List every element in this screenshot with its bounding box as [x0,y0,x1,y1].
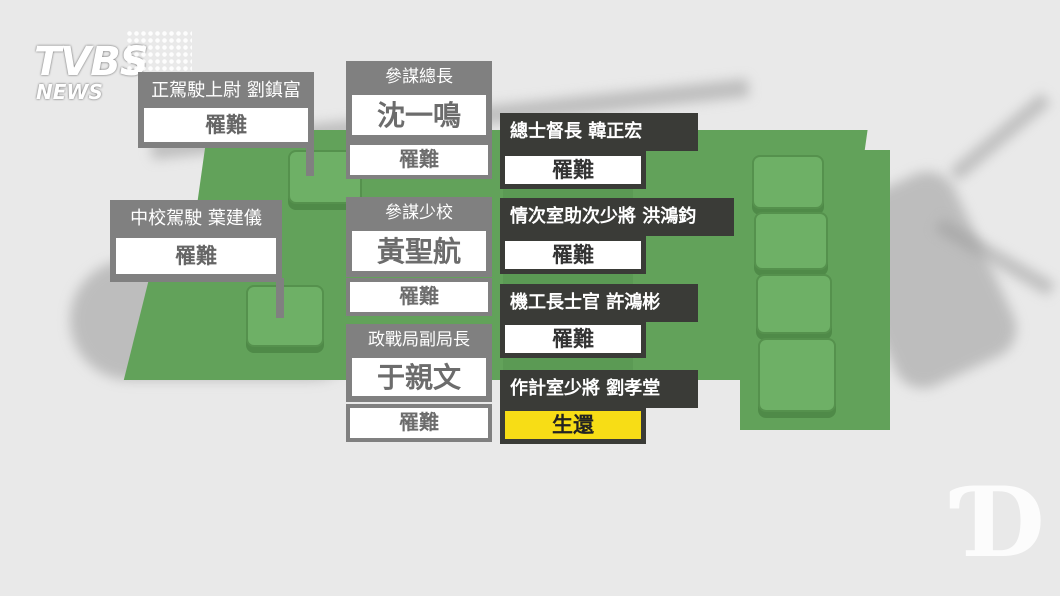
passenger-status-box-4: 生還 [500,406,646,444]
passenger-status-box-3: 罹難 [500,320,646,358]
passenger-status-box-1: 罹難 [500,151,646,189]
pilot-status: 罹難 [144,108,308,142]
officer-rank-box-3: 政戰局副局長 于親文 [346,324,492,402]
pilot-status: 罹難 [116,238,276,274]
passenger-status: 罹難 [505,325,641,353]
officer-rank: 參謀總長 [385,67,453,87]
passenger-status: 罹難 [505,241,641,269]
officer-rank-box-2: 參謀少校 黃聖航 [346,197,492,277]
passenger-title-box-4: 作計室少將 劉孝堂 [500,370,698,408]
officer-rank: 參謀少校 [385,203,453,223]
logo-sub-text: NEWS [36,80,103,104]
passenger-status-box-2: 罹難 [500,236,646,274]
pilot-title: 正駕駛上尉 劉鎮富 [151,80,301,101]
pointer-line [306,144,314,176]
passenger-title-box-1: 總士督長 韓正宏 [500,113,698,151]
pilot-card-2: 中校駕駛 葉建儀 罹難 [110,200,282,282]
officer-status-box-2: 罹難 [346,278,492,316]
officer-name: 沈一鳴 [352,95,486,135]
officer-name: 黃聖航 [352,231,486,271]
seat [756,274,832,334]
officer-rank-box-1: 參謀總長 沈一鳴 [346,61,492,141]
passenger-title: 情次室助次少將 洪鴻鈞 [510,206,697,227]
passenger-title-box-3: 機工長士官 許鴻彬 [500,284,698,322]
officer-name: 于親文 [352,358,486,396]
officer-rank: 政戰局副局長 [368,330,470,350]
seat [754,212,828,270]
passenger-title: 總士督長 韓正宏 [510,121,643,142]
disney-logo-icon: Ɗ [961,466,1045,579]
officer-status: 罹難 [350,145,488,175]
seat [758,338,836,412]
passenger-title-box-2: 情次室助次少將 洪鴻鈞 [500,198,734,236]
passenger-status: 罹難 [505,156,641,184]
officer-status: 罹難 [350,408,488,438]
pilot-title: 中校駕駛 葉建儀 [130,208,262,229]
officer-status-box-3: 罹難 [346,404,492,442]
officer-status: 罹難 [350,282,488,312]
passenger-title: 機工長士官 許鴻彬 [510,292,661,313]
tail-rotor-shadow [949,93,1051,181]
pilot-card-1: 正駕駛上尉 劉鎮富 罹難 [138,72,314,148]
logo-dots-icon [126,30,192,74]
pointer-line [276,278,284,318]
seat [246,285,324,347]
passenger-status-survived: 生還 [505,411,641,439]
officer-status-box-1: 罹難 [346,141,492,179]
passenger-title: 作計室少將 劉孝堂 [510,378,661,399]
seat [752,155,824,209]
tvbs-news-logo: TVBS NEWS [34,30,192,104]
